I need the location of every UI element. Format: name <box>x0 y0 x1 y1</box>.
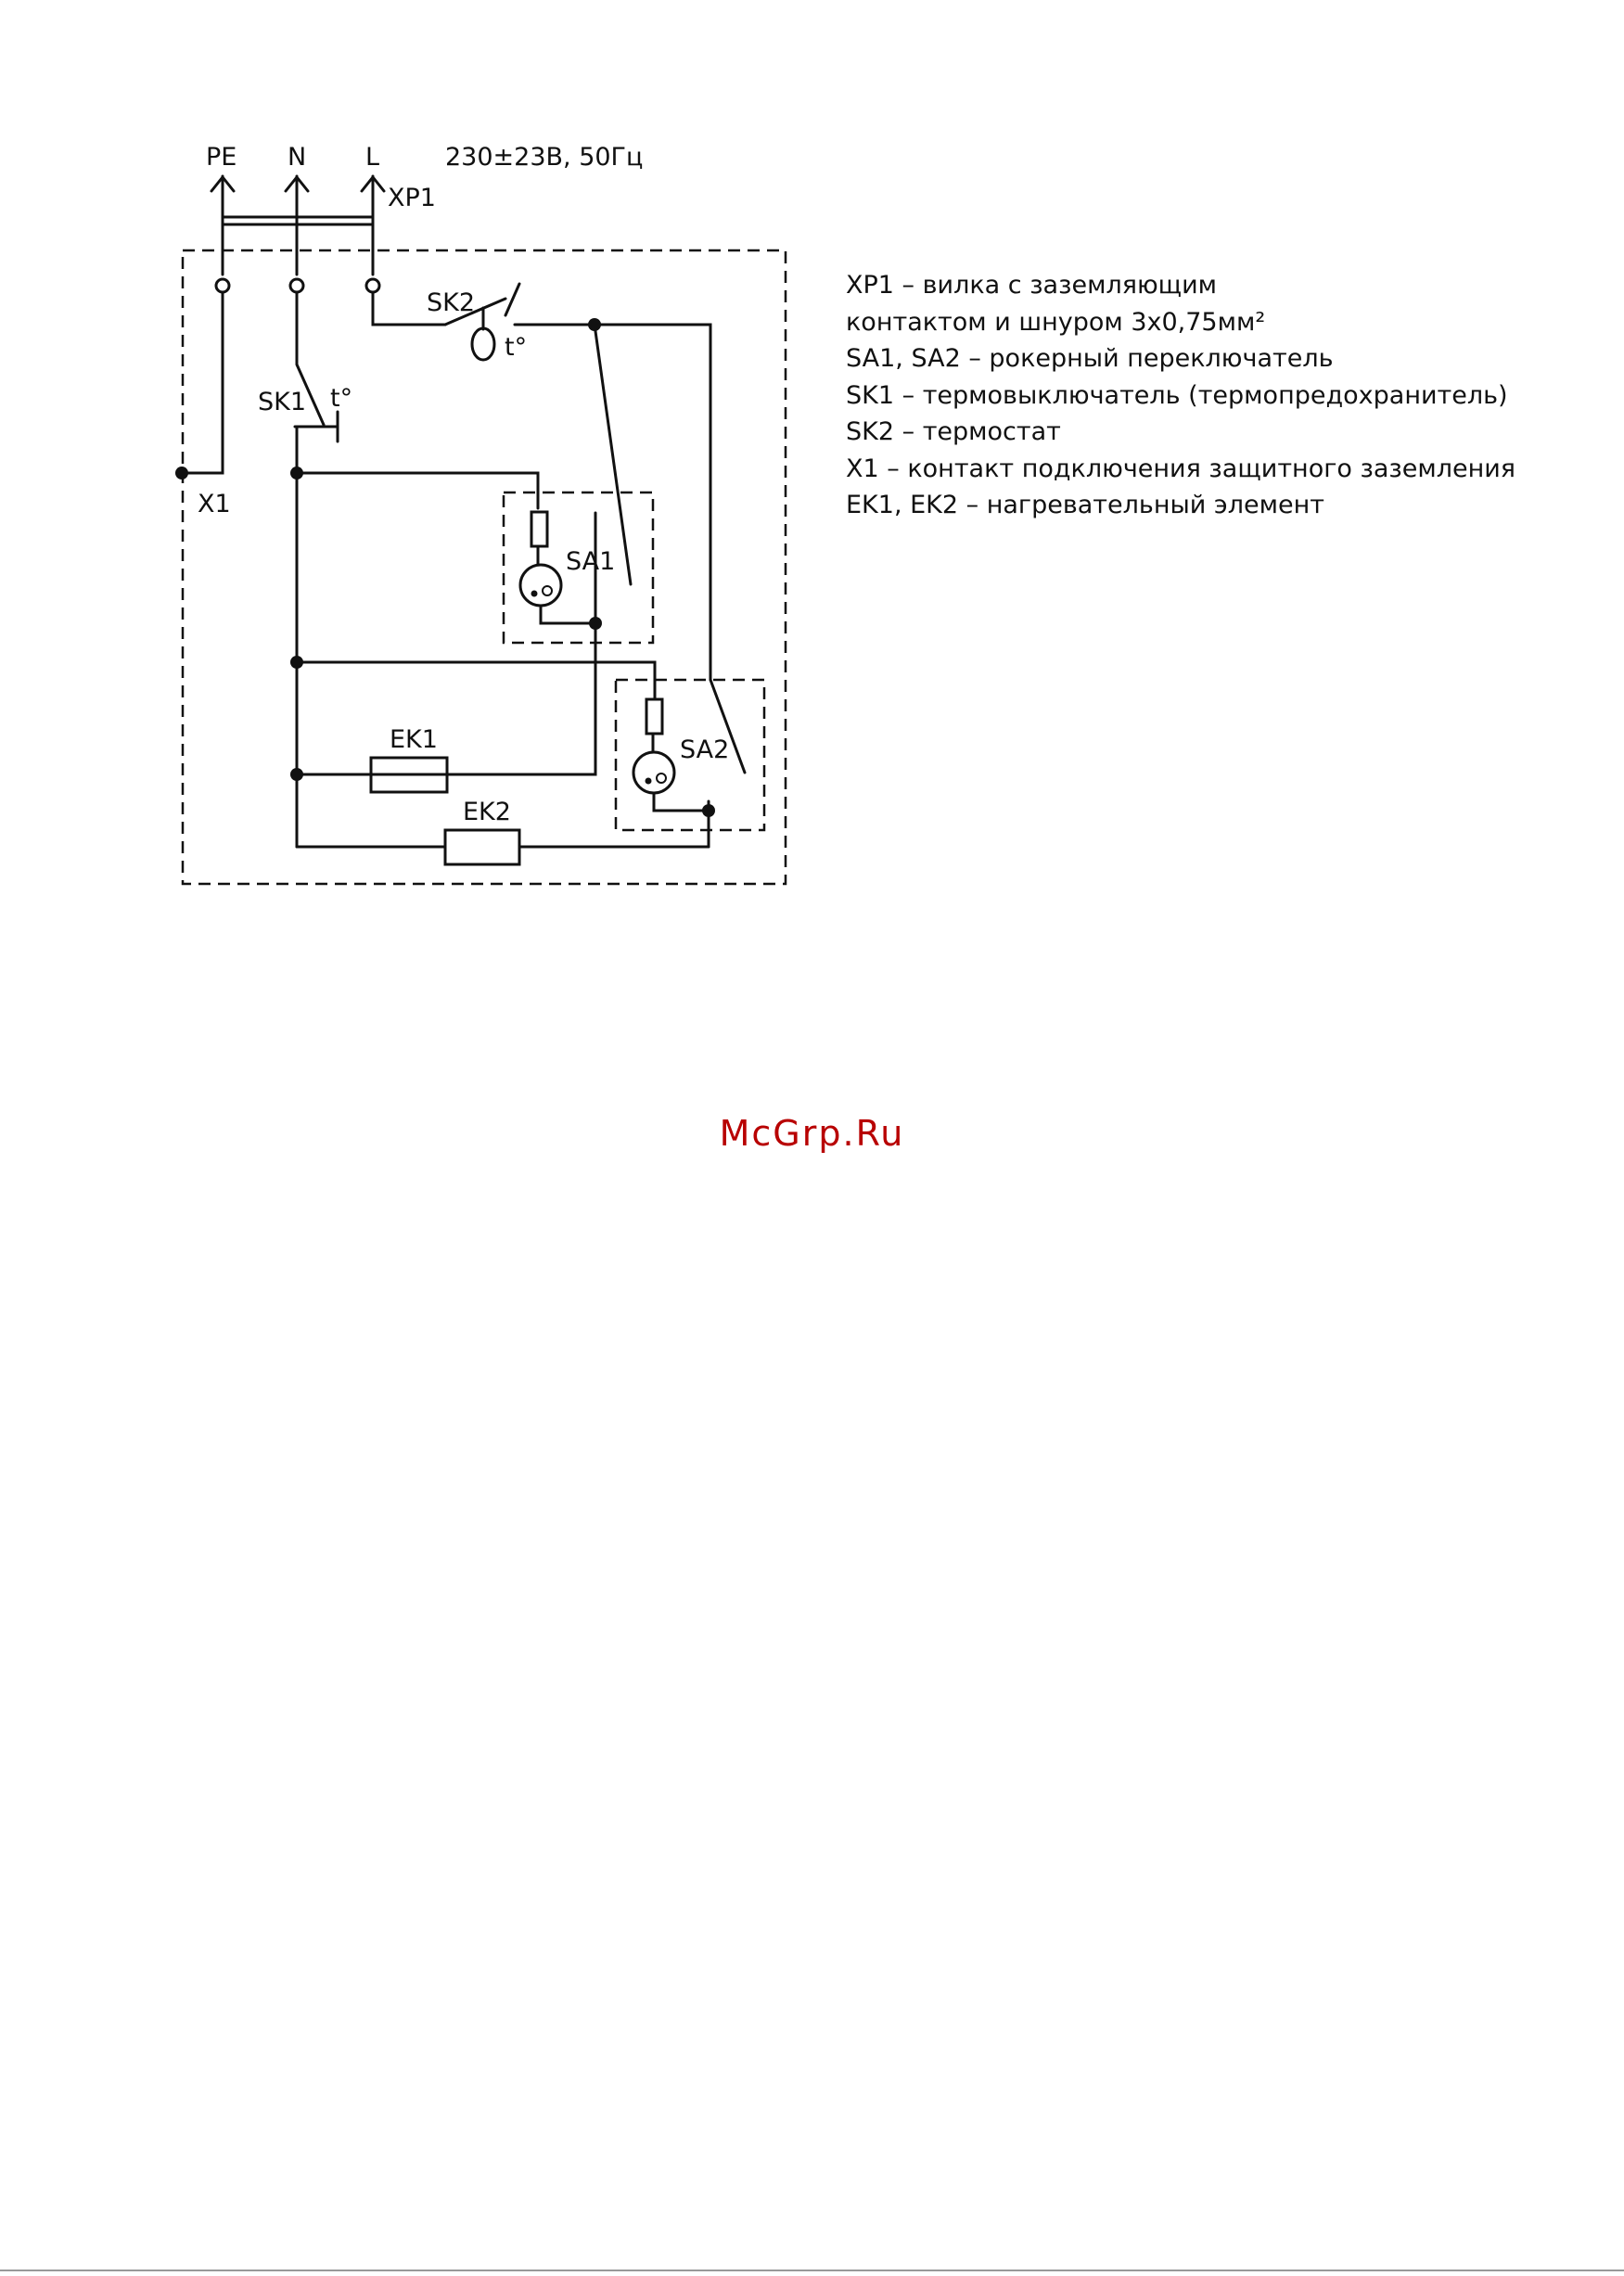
sa2-lamp <box>633 752 674 793</box>
sa2-label: SA2 <box>680 735 729 764</box>
junction <box>290 467 303 479</box>
legend-item: X1 – контакт подключения защитного зазем… <box>846 451 1515 488</box>
xp1-label: XP1 <box>388 184 436 212</box>
sk2-thermal-bulb <box>472 328 494 360</box>
x1-label: X1 <box>198 490 231 518</box>
junction <box>588 318 601 331</box>
sk1-temp-label: t° <box>330 384 352 413</box>
legend-item: SK2 – термостат <box>846 414 1515 451</box>
pe-label: PE <box>206 143 237 172</box>
legend-item: SK1 – термовыключатель (термопредохранит… <box>846 377 1515 415</box>
sk1-output <box>297 427 538 508</box>
pe-terminal <box>216 279 229 292</box>
enclosure-outline <box>183 250 786 884</box>
junction <box>702 804 715 817</box>
footer-rule <box>0 2270 1624 2271</box>
l-label: L <box>365 143 379 172</box>
n-terminal <box>290 279 303 292</box>
supply-label: 230±23В, 50Гц <box>445 143 643 172</box>
legend-item: EK1, EK2 – нагревательный элемент <box>846 487 1515 524</box>
sa1-label: SA1 <box>566 547 615 576</box>
legend: XP1 – вилка с заземляющим контактом и шн… <box>846 267 1515 524</box>
ek2-label: EK2 <box>463 798 511 826</box>
ek2-heater <box>445 830 519 864</box>
legend-item: XP1 – вилка с заземляющим <box>846 267 1515 304</box>
junction <box>290 768 303 781</box>
sa2-resistor <box>646 699 662 734</box>
sk2-contact <box>505 284 519 315</box>
neutral-to-sa2 <box>297 662 655 699</box>
l-terminal <box>366 279 379 292</box>
sk2-temp-label: t° <box>505 333 527 362</box>
pe-wire <box>182 284 223 473</box>
x1-junction <box>175 467 188 479</box>
sk2-output <box>515 325 710 680</box>
legend-item: контактом и шнуром 3x0,75мм² <box>846 304 1515 341</box>
n-label: N <box>288 143 306 172</box>
sa1-resistor <box>531 512 547 546</box>
legend-item: SA1, SA2 – рокерный переключатель <box>846 340 1515 377</box>
sk1-label: SK1 <box>258 388 306 416</box>
ek1-label: EK1 <box>390 725 438 754</box>
watermark: McGrp.Ru <box>0 1113 1624 1154</box>
l-to-sa1 <box>595 325 631 584</box>
junction <box>290 656 303 669</box>
sk2-label: SK2 <box>427 288 475 317</box>
sa1-lamp <box>520 565 561 606</box>
